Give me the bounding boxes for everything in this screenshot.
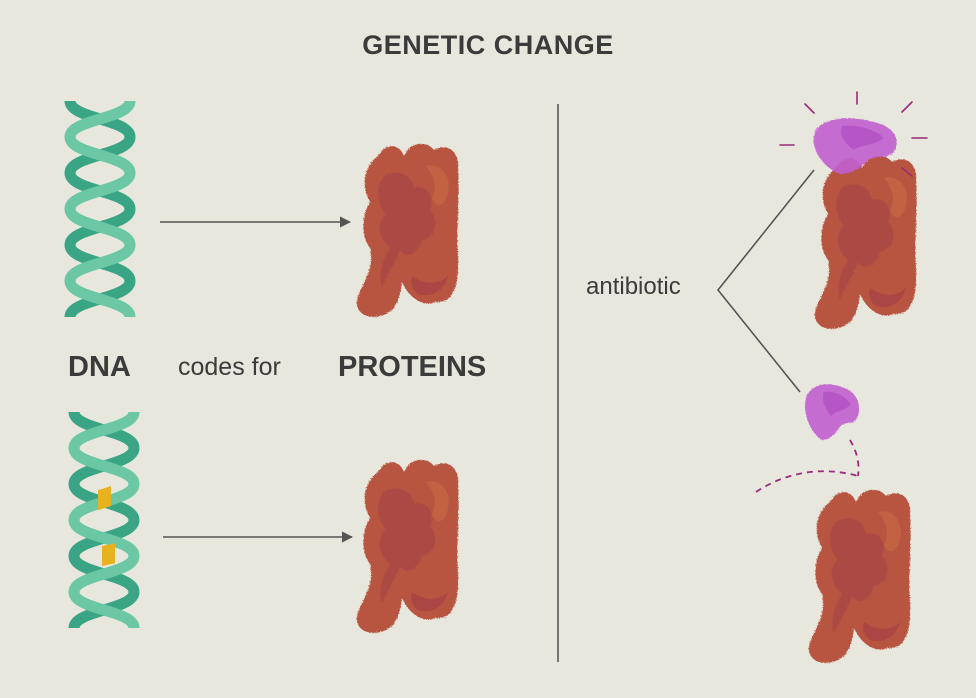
binding-indicator-lines	[779, 91, 928, 177]
mutation-marker	[98, 485, 111, 511]
mutation-marker	[102, 543, 115, 567]
protein-resistant	[809, 490, 911, 663]
dna-label: DNA	[68, 351, 131, 383]
proteins-label: PROTEINS	[338, 351, 487, 383]
antibiotic-branch-lines	[716, 169, 815, 393]
protein-mutated	[357, 460, 459, 633]
protein-bound	[815, 156, 917, 329]
codes-for-label: codes for	[178, 353, 281, 381]
antibiotic-unbound	[805, 384, 859, 440]
antibiotic-label: antibiotic	[586, 273, 681, 300]
diagram-title: GENETIC CHANGE	[362, 30, 614, 60]
dna-helix-normal	[70, 101, 130, 317]
blocked-binding-arc	[755, 439, 860, 493]
dna-helix-mutated	[74, 412, 134, 628]
protein-normal	[357, 144, 459, 317]
